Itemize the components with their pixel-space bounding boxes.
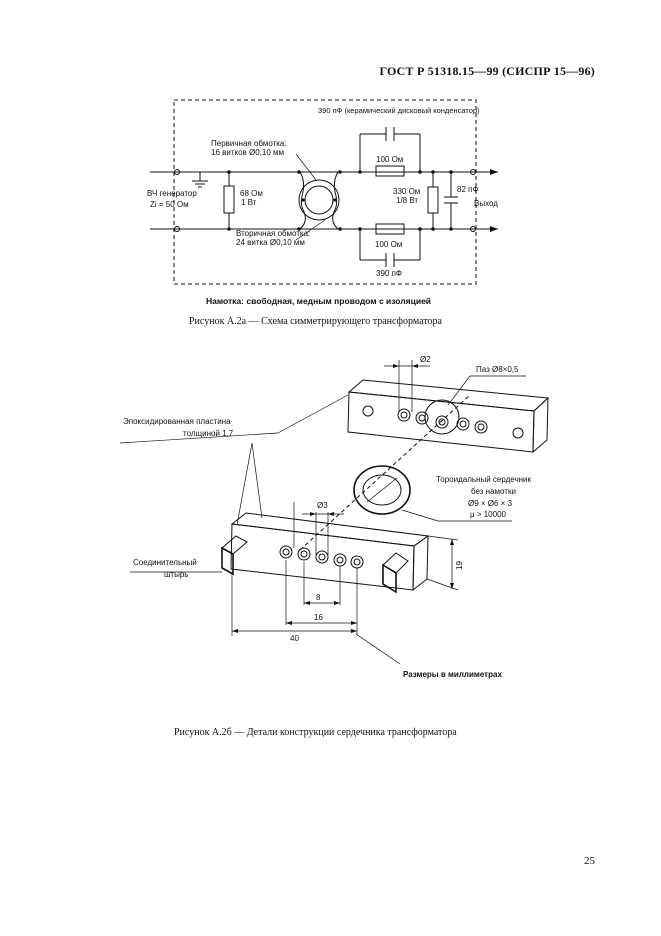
label-r68-power: 1 Вт (241, 198, 257, 207)
toroid-core-part (353, 465, 411, 515)
page-number: 25 (584, 855, 595, 867)
label-mu: μ > 10000 (470, 510, 507, 519)
label-plate-line2: толщиной 1,7 (183, 429, 234, 438)
resistor-330-ohm (427, 186, 439, 214)
output-arrow-bottom (490, 226, 498, 232)
label-primary-winding: Первичная обмотка: (211, 139, 287, 148)
upper-hole-1 (362, 405, 374, 417)
label-core-line3: Ø9 × Ø6 × 3 (468, 499, 513, 508)
upper-hole-3 (415, 411, 429, 425)
lower-hole-1 (279, 545, 293, 559)
schematic-diagram: 390 пФ (керамический дисковый конденсато… (147, 99, 498, 285)
label-dim-40: 40 (290, 634, 299, 643)
lower-hole-5 (350, 555, 364, 569)
connection-pin-right (382, 552, 409, 574)
label-cap-top: 390 пФ (керамический дисковый конденсато… (318, 106, 480, 115)
input-terminal-bottom (174, 226, 180, 232)
label-plate-line1: Эпоксидированная пластина (123, 417, 231, 426)
label-d3: Ø3 (317, 501, 328, 510)
output-terminal-top (470, 169, 476, 175)
winding-note: Намотка: свободная, медным проводом с из… (206, 296, 432, 306)
label-secondary-turns: 24 витка Ø0,10 мм (236, 238, 305, 247)
label-r68: 68 Ом (240, 189, 263, 198)
output-arrow-top (490, 169, 498, 175)
label-dim-16: 16 (314, 613, 323, 622)
upper-groove (424, 399, 460, 435)
label-r-top: 100 Ом (376, 155, 403, 164)
label-r330: 330 Ом (393, 187, 420, 196)
label-secondary-winding: Вторичная обмотка: (236, 229, 310, 238)
lower-hole-4 (333, 553, 347, 567)
resistor-100-ohm-bottom (375, 223, 405, 235)
output-terminal-bottom (470, 226, 476, 232)
resistor-68-ohm (223, 185, 235, 214)
label-groove: Паз Ø8×0,5 (476, 365, 519, 374)
label-primary-turns: 16 витков Ø0,10 мм (211, 148, 284, 157)
label-core-line2: без намотки (471, 487, 516, 496)
label-r-bottom: 100 Ом (375, 240, 402, 249)
upper-hole-5 (474, 420, 488, 434)
label-output: Выход (474, 199, 498, 208)
toroid-core (298, 179, 340, 221)
label-dim-8: 8 (316, 593, 321, 602)
label-dim-19: 19 (455, 561, 464, 570)
core-construction-drawing: Ø2 Паз Ø8×0,5 Эпоксидированная пластина … (119, 355, 550, 679)
page-header: ГОСТ Р 51318.15—99 (СИСПР 15—96) (379, 64, 595, 78)
upper-hole-6 (512, 427, 524, 439)
figure-b-caption: Рисунок А.2б — Детали конструкции сердеч… (174, 727, 457, 738)
label-d2: Ø2 (420, 355, 431, 364)
lower-plate-front-face (230, 523, 415, 591)
resistor-100-ohm-top (375, 165, 405, 177)
upper-hole-4 (456, 417, 470, 431)
label-r330-power: 1/8 Вт (396, 196, 418, 205)
label-pin-line2: штырь (164, 570, 188, 579)
enclosure-dashed (173, 99, 477, 285)
lower-plate-top-face (230, 512, 430, 547)
label-core-line1: Тороидальный сердечник (436, 475, 532, 484)
label-pin-line1: Соединительный (133, 558, 197, 567)
primary-winding-wire (296, 171, 306, 230)
secondary-winding-wire (332, 171, 343, 230)
label-cap-bottom: 390 пФ (376, 269, 402, 278)
label-units: Размеры в миллиметрах (403, 670, 502, 679)
input-terminal-top (174, 169, 180, 175)
lower-hole-3 (315, 550, 329, 564)
label-generator: ВЧ генератор (147, 189, 197, 198)
lower-hole-2 (297, 547, 311, 561)
upper-hole-2 (397, 408, 411, 422)
figure-a-caption: Рисунок А.2а — Схема симметрирующего тра… (189, 316, 442, 327)
label-c82: 82 пФ (457, 185, 479, 194)
label-zi: Zi = 50 Ом (150, 200, 189, 209)
connection-pin-left (221, 535, 248, 555)
